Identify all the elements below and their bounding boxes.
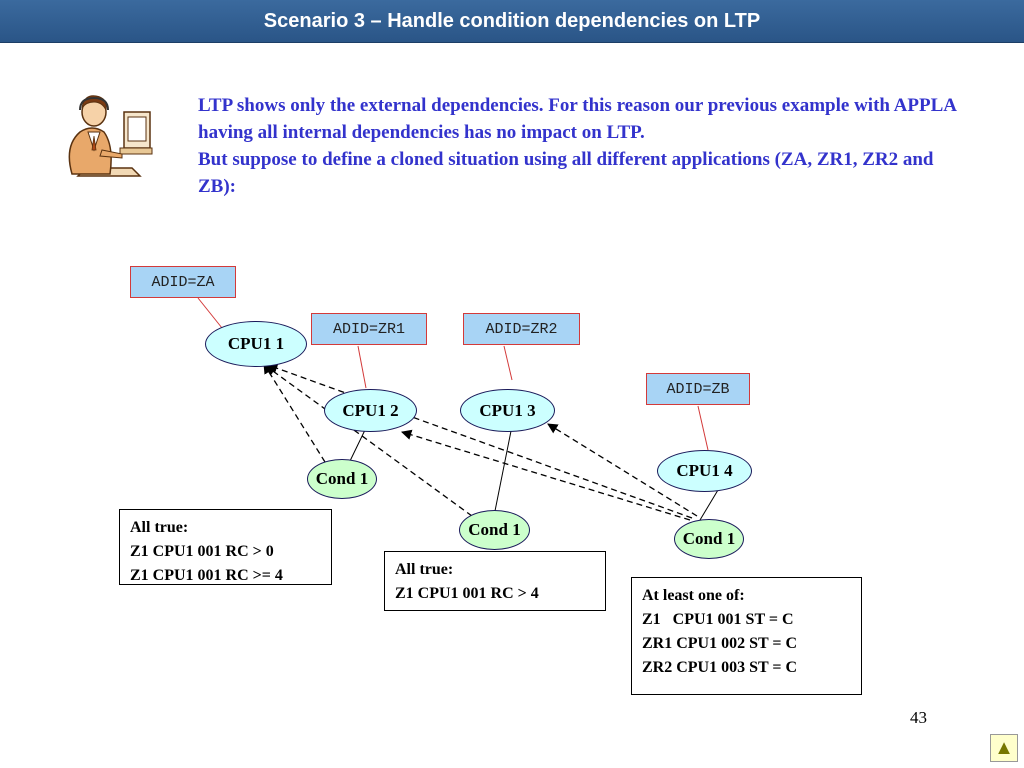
condition-box-line: Z1 CPU1 001 RC >= 4: [130, 567, 283, 584]
condition-box-header: All true:: [130, 519, 189, 536]
condition-box-zr2: All true: Z1 CPU1 001 RC > 4: [384, 551, 606, 611]
job-cpu1-3: CPU1 3: [460, 389, 555, 432]
dep-cond-zb-to-cpu1-1: [267, 363, 693, 519]
intro-text: LTP shows only the external dependencies…: [198, 92, 958, 200]
condition-box-line: ZR2 CPU1 003 ST = C: [642, 659, 798, 676]
condition-box-zr1: All true: Z1 CPU1 001 RC > 0 Z1 CPU1 001…: [119, 509, 332, 585]
condition-zr2: Cond 1: [459, 510, 530, 550]
condition-box-line: Z1 CPU1 001 ST = C: [642, 611, 794, 628]
cond-zb-to-cpu1-4: [699, 489, 719, 521]
adid-zr2-link: [503, 345, 513, 381]
condition-box-line: Z1 CPU1 001 RC > 0: [130, 543, 274, 560]
clipart-person-at-computer: [68, 95, 153, 177]
dep-cond-zr2-to-cpu1-1: [265, 365, 473, 517]
intro-paragraph-1: LTP shows only the external dependencies…: [198, 95, 956, 143]
dep-cond-zb-to-cpu1-2: [401, 429, 691, 521]
condition-box-header: At least one of:: [642, 587, 745, 604]
page-number: 43: [910, 708, 927, 727]
intro-paragraph-2: But suppose to define a cloned situation…: [198, 149, 934, 197]
job-cpu1-2: CPU1 2: [324, 389, 417, 432]
adid-zr1-label: ADID=ZR1: [311, 313, 427, 345]
dep-cond-zb-to-cpu1-3: [547, 423, 698, 517]
job-cpu1-1: CPU1 1: [205, 321, 307, 367]
cond-zr2-to-cpu1-3: [494, 430, 512, 512]
adid-zr1-link: [357, 345, 367, 389]
condition-zr1: Cond 1: [307, 459, 377, 499]
condition-box-line: Z1 CPU1 001 RC > 4: [395, 585, 539, 602]
nav-up-button[interactable]: ▲: [990, 734, 1018, 762]
adid-zb-label: ADID=ZB: [646, 373, 750, 405]
triangle-up-icon: ▲: [994, 736, 1014, 759]
cond-zr1-to-cpu1-2: [349, 429, 366, 462]
adid-zb-link: [697, 405, 709, 451]
condition-box-zb: At least one of: Z1 CPU1 001 ST = C ZR1 …: [631, 577, 862, 695]
condition-box-line: ZR1 CPU1 002 ST = C: [642, 635, 798, 652]
condition-box-header: All true:: [395, 561, 454, 578]
dep-cond-zr1-to-cpu1-1: [263, 363, 326, 463]
job-cpu1-4: CPU1 4: [657, 450, 752, 492]
condition-zb: Cond 1: [674, 519, 744, 559]
adid-zr2-label: ADID=ZR2: [463, 313, 580, 345]
adid-za-link: [197, 297, 223, 329]
slide-title: Scenario 3 – Handle condition dependenci…: [0, 0, 1024, 43]
adid-za-label: ADID=ZA: [130, 266, 236, 298]
